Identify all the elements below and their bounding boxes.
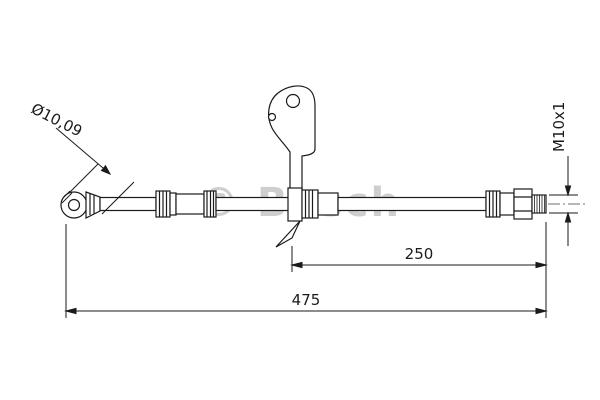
threaded-end: [531, 194, 547, 214]
hose-body: [215, 196, 291, 212]
mounting-bracket: [267, 85, 316, 248]
dimension-475: [64, 224, 548, 318]
middle-crimp-collar: [301, 189, 339, 219]
dimension-250-label: 250: [405, 245, 434, 263]
left-crimp-collar: [155, 190, 217, 218]
thread-dimension: [549, 156, 578, 246]
diameter-callout: [55, 127, 135, 215]
end-fitting: [485, 188, 547, 220]
banjo-fitting: [60, 190, 101, 219]
hose-assembly: [60, 85, 547, 248]
thread-label: M10x1: [550, 102, 568, 152]
diameter-label: Ø10,09: [28, 100, 85, 141]
hose-body: [99, 196, 157, 212]
bracket-tab: [275, 220, 301, 248]
hose-body: [337, 196, 487, 212]
dimension-475-label: 475: [292, 291, 321, 309]
dimension-250: [290, 222, 548, 318]
hex-nut: [513, 188, 533, 220]
